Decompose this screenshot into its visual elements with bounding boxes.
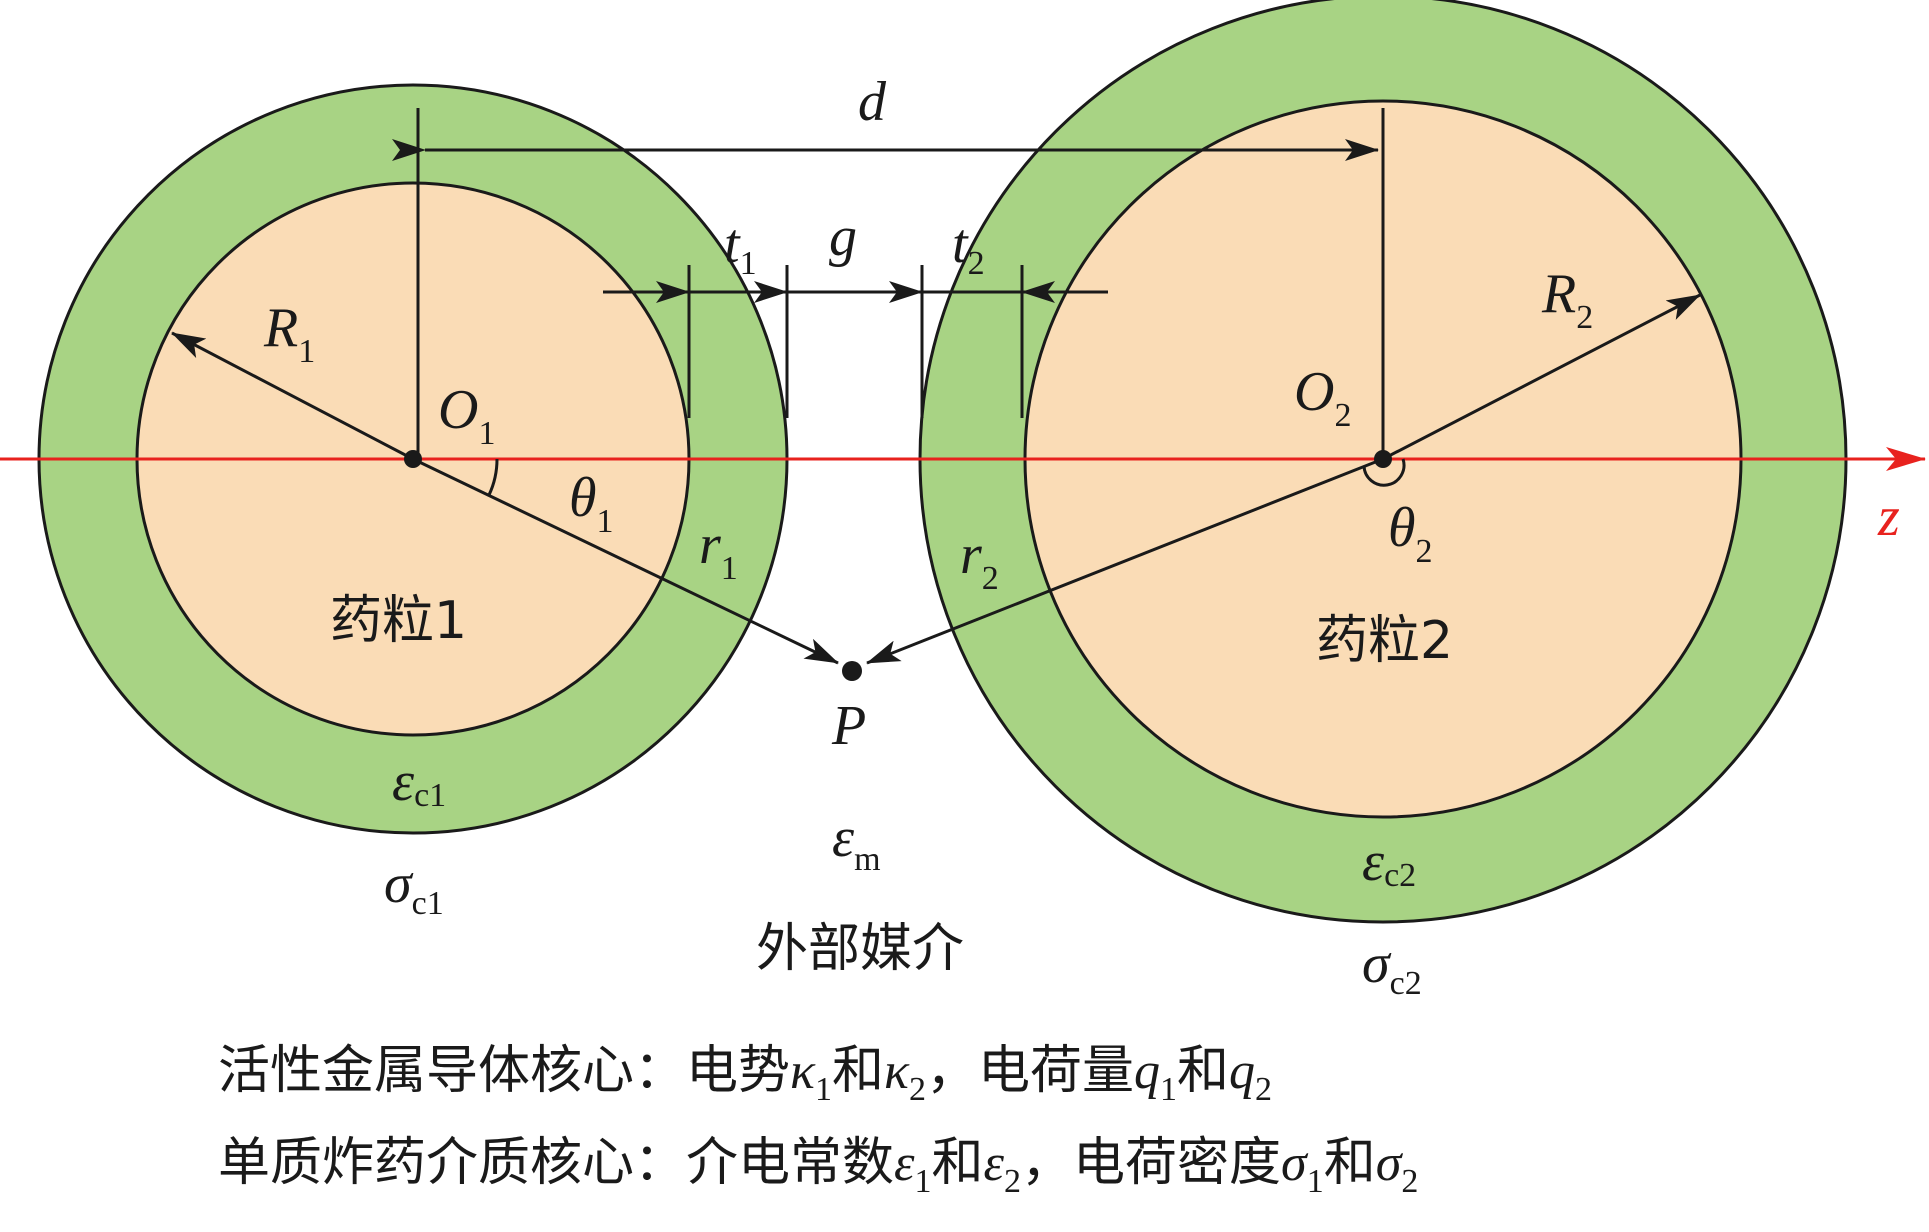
label-R2: R2 bbox=[1541, 263, 1593, 336]
label-O2: O2 bbox=[1294, 361, 1351, 434]
r1-vector bbox=[412, 457, 839, 665]
theta1-arc bbox=[487, 458, 499, 496]
label-theta2: θ2 bbox=[1388, 497, 1433, 570]
label-z: z bbox=[1877, 486, 1900, 548]
label-O1: O1 bbox=[438, 379, 495, 452]
label-particle2: 药粒2 bbox=[1316, 611, 1453, 671]
label-t1: t1 bbox=[724, 213, 757, 282]
label-g: g bbox=[829, 206, 857, 268]
label-P: P bbox=[831, 695, 866, 757]
label-eps-c1: εc1 bbox=[392, 751, 446, 814]
r2-radius-arrow bbox=[1382, 293, 1701, 461]
label-medium: 外部媒介 bbox=[756, 919, 964, 979]
theta2-arc bbox=[1362, 458, 1406, 487]
label-sigma-c2: σc2 bbox=[1362, 933, 1422, 1002]
o1-center-dot bbox=[404, 450, 422, 468]
label-r1: r1 bbox=[699, 514, 738, 587]
label-R1: R1 bbox=[263, 297, 315, 370]
label-particle1: 药粒1 bbox=[330, 591, 467, 651]
label-sigma-c1: σc1 bbox=[384, 853, 444, 922]
r2-vector bbox=[866, 457, 1384, 665]
point-p-dot bbox=[842, 661, 862, 681]
label-eps-c2: εc2 bbox=[1362, 831, 1416, 894]
label-r2: r2 bbox=[960, 524, 999, 597]
label-theta1: θ1 bbox=[569, 467, 614, 540]
legend-line-1: 活性金属导体核心：电势κ1和κ2，电荷量q1和q2 bbox=[218, 1041, 1272, 1108]
label-d: d bbox=[858, 71, 887, 133]
legend-line-2: 单质炸药介质核心：介电常数ε1和ε2，电荷密度σ1和σ2 bbox=[218, 1133, 1418, 1200]
label-t2: t2 bbox=[952, 213, 985, 282]
o2-center-dot bbox=[1374, 450, 1392, 468]
r1-radius-arrow bbox=[171, 331, 414, 461]
label-eps-m: εm bbox=[832, 807, 881, 878]
